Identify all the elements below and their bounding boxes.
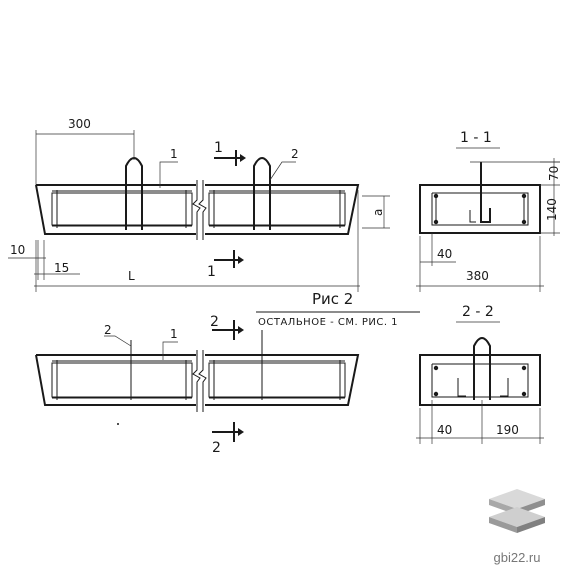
mark-1-lower: 1 — [170, 327, 178, 341]
dim-15: 15 — [54, 261, 69, 275]
watermark: gbi22.ru — [477, 485, 557, 565]
dim-10: 10 — [10, 243, 25, 257]
figure-caption: Рис 2 — [312, 290, 353, 308]
section-2-2: 2 - 2 — [419, 304, 541, 406]
dim-a: a — [371, 209, 385, 216]
beam-plan-bottom — [35, 330, 360, 412]
caption-note: ОСТАЛЬНОЕ - СМ. РИС. 1 — [258, 317, 398, 328]
dim-300: 300 — [68, 117, 91, 131]
dim-380: 380 — [466, 269, 489, 283]
dim-L: L — [128, 269, 135, 283]
dim-190: 190 — [496, 423, 519, 437]
mark-2: 2 — [291, 147, 299, 161]
section-2-2-title: 2 - 2 — [462, 304, 494, 320]
section-1-1-title: 1 - 1 — [460, 130, 492, 146]
mark-1: 1 — [170, 147, 178, 161]
watermark-site: gbi22.ru — [493, 550, 541, 565]
lifting-loop-left — [125, 157, 143, 230]
section-1-top-label: 1 — [214, 140, 223, 156]
section-1-bottom-label: 1 — [207, 264, 216, 280]
beam-elevation-top — [35, 157, 360, 240]
dim-40-top: 40 — [437, 247, 452, 261]
dim-40-bottom: 40 — [437, 423, 452, 437]
dim-140: 140 — [545, 198, 559, 221]
lifting-loop-right — [253, 157, 271, 230]
stacked-slabs-icon — [489, 489, 545, 533]
section-2-bottom-label: 2 — [212, 440, 221, 456]
dim-70: 70 — [547, 166, 561, 181]
mark-2-lower: 2 — [104, 323, 112, 337]
section-2-top-label: 2 — [210, 314, 219, 330]
section-1-1: 1 - 1 — [419, 130, 560, 234]
